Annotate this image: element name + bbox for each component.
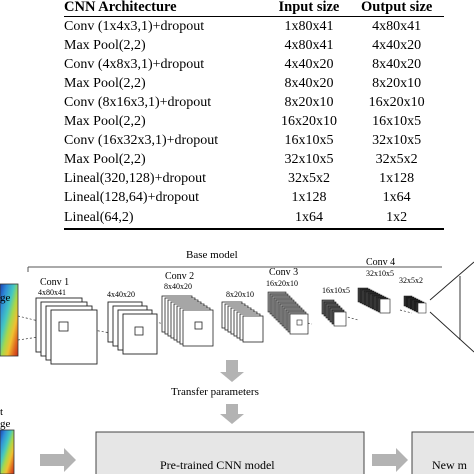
conv4-stack [357, 287, 391, 314]
input-size-cell: 16x20x10 [280, 114, 337, 129]
output-size-cell: 32x5x2 [375, 152, 418, 167]
input-size-cell: 16x10x5 [284, 133, 334, 148]
layer-cell: Lineal(64,2) [64, 207, 269, 230]
pretrained-model-label: Pre-trained CNN model [160, 458, 275, 472]
output-size-cell: 4x40x20 [372, 38, 422, 53]
table-header-row: CNN Architecture Input size Output size [64, 0, 444, 17]
table-row: Lineal(320,128)+dropout 32x5x2 1x128 [64, 169, 444, 188]
layer-cell: Conv (4x8x3,1)+dropout [64, 57, 205, 72]
output-size-cell: 4x80x41 [372, 19, 422, 34]
table-row: Max Pool(2,2) 16x20x10 16x10x5 [64, 112, 444, 131]
layer-cell: Conv (16x32x3,1)+dropout [64, 133, 219, 148]
input-size-cell: 1x80x41 [284, 19, 334, 34]
cnn-architecture-table: CNN Architecture Input size Output size … [64, 0, 444, 230]
layer-cell: Max Pool(2,2) [64, 114, 146, 129]
input-size-cell: 8x20x10 [284, 95, 334, 110]
conv2-size: 8x40x20 [164, 282, 192, 291]
conv1-stack [35, 297, 98, 365]
conv1-size: 4x80x41 [38, 288, 66, 297]
input-size-cell: 4x80x41 [284, 38, 334, 53]
input-size-cell: 4x40x20 [284, 57, 334, 72]
transfer-arrow-bottom [220, 404, 244, 424]
output-arrow [372, 448, 408, 472]
output-size-cell: 1x128 [379, 171, 415, 186]
table-row: Conv (8x16x3,1)+dropout 8x20x10 16x20x10 [64, 93, 444, 112]
input-size-cell: 8x40x20 [284, 76, 334, 91]
transfer-parameters-label: Transfer parameters [171, 386, 259, 398]
header-input-size: Input size [268, 0, 350, 17]
pool4-size: 32x5x2 [399, 276, 423, 285]
pool1-stack [107, 301, 158, 355]
transfer-arrow-top [220, 360, 244, 382]
conv3-label: Conv 3 [269, 267, 299, 278]
table-row: Lineal(128,64)+dropout 1x128 1x64 [64, 188, 444, 207]
input-image-label-bottom-1: t [0, 406, 4, 418]
pool4-stack [403, 295, 427, 314]
spectrogram-image-bottom [0, 429, 15, 474]
layer-cell: Lineal(320,128)+dropout [64, 171, 207, 186]
new-model-label: New m [432, 458, 467, 472]
table-row: Max Pool(2,2) 4x80x41 4x40x20 [64, 36, 444, 55]
layer-cell: Conv (1x4x3,1)+dropout [64, 19, 205, 34]
base-model-label: Base model [186, 249, 238, 261]
input-size-cell: 32x5x2 [287, 171, 330, 186]
table-row: Conv (1x4x3,1)+dropout 1x80x41 4x80x41 [64, 17, 444, 37]
conv3-size: 16x20x10 [266, 279, 298, 288]
header-architecture: CNN Architecture [64, 0, 269, 17]
pool1-size: 4x40x20 [107, 290, 135, 299]
table-row: Max Pool(2,2) 32x10x5 32x5x2 [64, 150, 444, 169]
new-model-box [411, 431, 474, 474]
conv1-label: Conv 1 [40, 277, 70, 288]
pretrained-model-box [95, 431, 365, 474]
input-size-cell: 1x64 [268, 207, 350, 230]
layer-cell: Max Pool(2,2) [64, 152, 146, 167]
table-row: Conv (4x8x3,1)+dropout 4x40x20 8x40x20 [64, 55, 444, 74]
input-image-label-bottom-2: ge [0, 418, 11, 430]
layer-cell: Lineal(128,64)+dropout [64, 190, 200, 205]
header-output-size: Output size [349, 0, 444, 17]
pool2-size: 8x20x10 [226, 290, 254, 299]
conv4-size: 32x10x5 [366, 269, 394, 278]
input-arrow [40, 448, 76, 472]
output-size-cell: 1x64 [382, 190, 411, 205]
input-size-cell: 32x10x5 [284, 152, 334, 167]
layer-cell: Max Pool(2,2) [64, 76, 146, 91]
conv2-stack [161, 295, 214, 347]
pool2-stack [221, 301, 264, 343]
table-row: Max Pool(2,2) 8x40x20 8x20x10 [64, 74, 444, 93]
input-image-label-top: ge [0, 292, 11, 304]
pool3-size: 16x10x5 [322, 286, 350, 295]
output-size-cell: 8x20x10 [372, 76, 422, 91]
output-size-cell: 32x10x5 [372, 133, 422, 148]
table-row: Conv (16x32x3,1)+dropout 16x10x5 32x10x5 [64, 131, 444, 150]
output-size-cell: 16x20x10 [368, 95, 425, 110]
pool3-stack [321, 299, 347, 327]
output-size-cell: 1x2 [349, 207, 444, 230]
spectrogram-image [0, 283, 19, 357]
layer-cell: Conv (8x16x3,1)+dropout [64, 95, 212, 110]
output-size-cell: 8x40x20 [372, 57, 422, 72]
conv4-label: Conv 4 [366, 257, 396, 268]
output-size-cell: 16x10x5 [372, 114, 422, 129]
input-size-cell: 1x128 [291, 190, 327, 205]
layer-cell: Max Pool(2,2) [64, 38, 146, 53]
conv3-stack [267, 291, 309, 335]
fully-connected-fan [429, 261, 474, 353]
conv2-label: Conv 2 [165, 271, 195, 282]
